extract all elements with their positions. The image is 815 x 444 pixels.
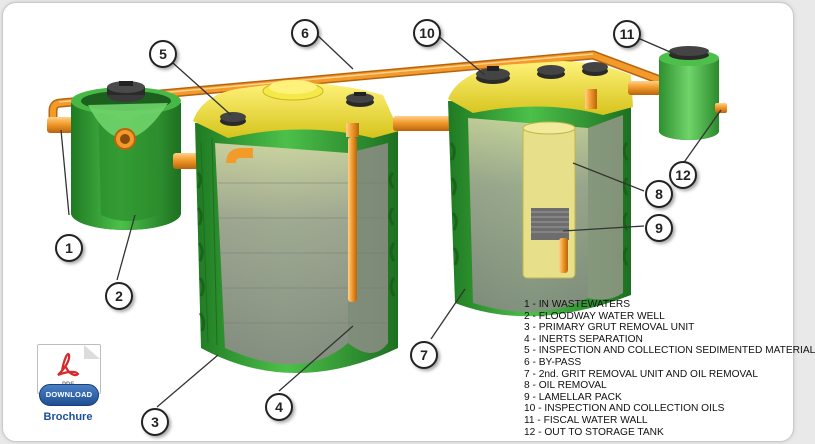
legend-item: 9 - LAMELLAR PACK [524, 391, 622, 403]
callout-2: 2 [105, 282, 133, 310]
callout-6: 6 [291, 19, 319, 47]
callout-5: 5 [149, 40, 177, 68]
callout-12: 12 [669, 161, 697, 189]
transfer-pipe [393, 116, 465, 131]
inlet-pipe [47, 117, 75, 133]
callout-10: 10 [413, 19, 441, 47]
callout-7: 7 [410, 341, 438, 369]
legend-item: 2 - FLOODWAY WATER WELL [524, 310, 665, 322]
legend-item: 6 - BY-PASS [524, 356, 582, 368]
legend-item: 10 - INSPECTION AND COLLECTION OILS [524, 403, 725, 415]
legend-item: 5 - INSPECTION AND COLLECTION SEDIMENTED… [524, 345, 815, 357]
legend: 1 - IN WASTEWATERS 2 - FLOODWAY WATER WE… [524, 299, 815, 438]
callout-3: 3 [141, 408, 169, 436]
callout-1: 1 [55, 234, 83, 262]
legend-item: 8 - OIL REMOVAL [524, 380, 607, 392]
legend-item: 4 - INERTS SEPARATION [524, 333, 643, 345]
legend-item: 7 - 2nd. GRIT REMOVAL UNIT AND OIL REMOV… [524, 368, 758, 380]
callout-11: 11 [613, 20, 641, 48]
connector-pipe [173, 153, 203, 169]
callout-8: 8 [645, 180, 673, 208]
separator-diagram [47, 32, 727, 408]
callout-9: 9 [645, 214, 673, 242]
legend-item: 3 - PRIMARY GRUT REMOVAL UNIT [524, 322, 695, 334]
primary-grit-tank [193, 80, 399, 373]
legend-item: 12 - OUT TO STORAGE TANK [524, 426, 664, 438]
oil-removal-tank [448, 61, 633, 317]
download-button[interactable]: DOWNLOAD [39, 384, 99, 406]
floodway-well [71, 81, 181, 230]
legend-item: 1 - IN WASTEWATERS [524, 299, 631, 310]
storage-outlet-pipe [715, 103, 727, 113]
legend-item: 11 - FISCAL WATER WALL [524, 414, 648, 426]
brochure-label[interactable]: Brochure [43, 411, 93, 423]
brochure-download-link[interactable]: PDF DOWNLOAD Brochure [33, 344, 103, 428]
callout-4: 4 [265, 393, 293, 421]
